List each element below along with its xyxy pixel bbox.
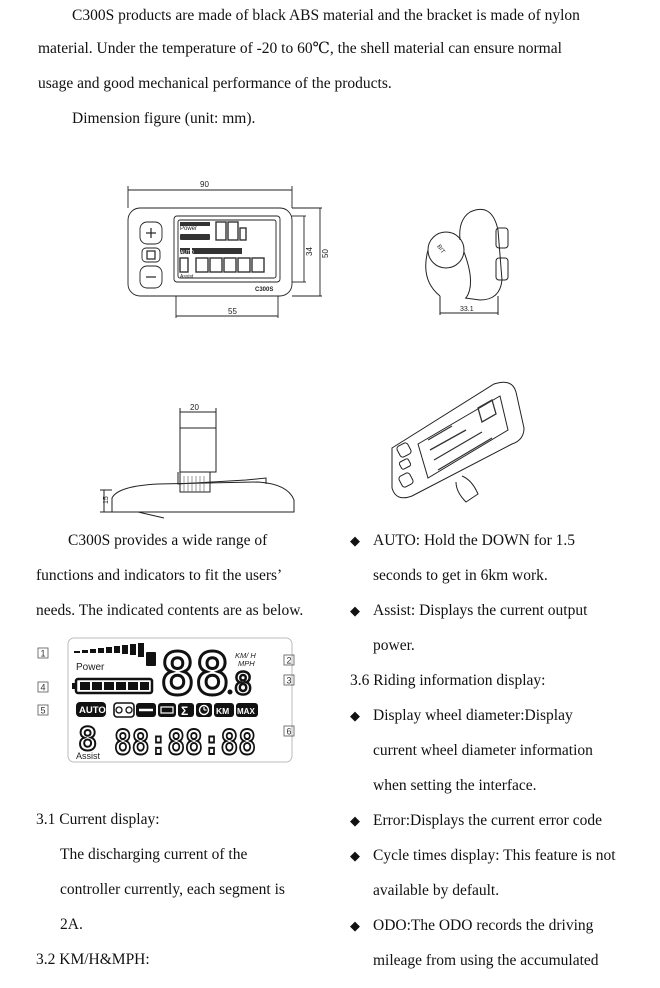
left-p1-line-1: C300S provides a wide range of: [68, 532, 268, 549]
assist-line-2: power.: [373, 637, 415, 654]
dim-bottom: 55: [228, 307, 237, 316]
callout-2: 2: [287, 656, 292, 666]
auto-line-1: AUTO: Hold the DOWN for 1.5: [373, 532, 576, 549]
auto-line-2: seconds to get in 6km work.: [373, 567, 548, 584]
error-line-1: Error:Displays the current error code: [373, 812, 602, 829]
left-p1-line-3: needs. The indicated contents are as bel…: [36, 602, 304, 619]
side-dim-bottom: 33.1: [460, 306, 474, 313]
sigma-icon: Σ: [181, 704, 188, 718]
intro-line-1: C300S products are made of black ABS mat…: [72, 7, 580, 24]
bullet-diamond-icon: ◆: [350, 813, 360, 828]
bullet-diamond-icon: ◆: [350, 918, 360, 933]
max-icon: MAX: [237, 707, 255, 716]
battery-small-icon: [160, 706, 174, 714]
indicator-icon-row: Σ KM MAX: [113, 702, 258, 718]
lcd-assist-label: Assist: [76, 751, 101, 761]
assist-line-1: Assist: Displays the current output: [373, 602, 588, 619]
bicycle-icon: [115, 706, 133, 714]
section-3-1-line-2: controller currently, each segment is: [60, 881, 285, 898]
intro-line-4: Dimension figure (unit: mm).: [72, 110, 256, 127]
bullet-diamond-icon: ◆: [350, 708, 360, 723]
dim-height-inner: 34: [305, 247, 314, 256]
intro-line-3: usage and good mechanical performance of…: [38, 75, 392, 92]
battery-segments: [180, 234, 210, 240]
wheel-line-1: Display wheel diameter:Display: [373, 707, 573, 724]
section-3-1-line-1: The discharging current of the: [60, 846, 248, 863]
wheel-line-3: when setting the interface.: [373, 777, 537, 794]
assist-level-digit: 8: [78, 720, 97, 758]
odo-line-1: ODO:The ODO records the driving: [373, 917, 594, 934]
section-3-6-heading: 3.6 Riding information display:: [350, 672, 546, 689]
lcd-auto-label: AUTO: [79, 705, 106, 716]
clock-icon: [198, 704, 210, 716]
power-level-bars: [74, 643, 156, 666]
section-3-1-heading: 3.1 Current display:: [36, 811, 160, 828]
wheel-line-2: current wheel diameter information: [373, 742, 593, 759]
bottom-dim-top: 20: [190, 403, 199, 412]
dim-height-outer: 50: [321, 249, 330, 258]
bullet-diamond-icon: ◆: [350, 533, 360, 548]
left-p1-line-2: functions and indicators to fit the user…: [36, 567, 283, 584]
dim-width: 90: [200, 180, 209, 189]
section-3-1-line-3: 2A.: [60, 916, 83, 933]
callout-6: 6: [287, 727, 292, 737]
front-dimension-figure: Power AUTO Assist C300S 90 55 34 50: [127, 180, 330, 318]
callout-3: 3: [287, 676, 292, 686]
callout-4: 4: [41, 683, 46, 693]
power-bar-segments: [180, 222, 210, 226]
front-model-label: C300S: [255, 287, 273, 293]
unit-mph: MPH: [238, 659, 255, 668]
decimal-point: [227, 689, 233, 695]
perspective-figure: [391, 381, 525, 503]
front-power-label: Power: [180, 226, 197, 232]
cycle-line-2: available by default.: [373, 882, 500, 899]
unit-kmh: KM/ H: [235, 651, 256, 660]
section-3-2-heading: 3.2 KM/H&MPH:: [36, 951, 150, 968]
odo-line-2: mileage from using the accumulated: [373, 952, 599, 969]
clamp-label: BIT: [435, 244, 445, 255]
km-icon: KM: [216, 706, 229, 716]
lcd-frame: [67, 637, 293, 763]
lcd-power-label: Power: [76, 662, 105, 673]
auto-badge: [76, 702, 106, 717]
lcd-indicator-figure: Power 88 8 KM/ H MPH AUTO Σ: [37, 637, 295, 764]
bullet-diamond-icon: ◆: [350, 848, 360, 863]
speed-decimal-digit: 8: [234, 667, 252, 702]
intro-line-2: material. Under the temperature of -20 t…: [38, 40, 562, 57]
cycle-line-1: Cycle times display: This feature is not: [373, 847, 616, 864]
bottom-dimension-figure: 20 15: [100, 403, 295, 519]
side-dimension-figure: BIT 33.1: [425, 208, 509, 315]
front-assist-label: Assist: [180, 274, 194, 280]
bullet-diamond-icon: ◆: [350, 603, 360, 618]
front-auto-label: AUTO: [180, 250, 194, 256]
callout-5: 5: [41, 706, 46, 716]
speed-digits: 88: [160, 640, 230, 708]
callout-1: 1: [41, 649, 46, 659]
odometer-digits: 88:88:88: [114, 723, 256, 763]
battery-icon: [72, 677, 154, 695]
bottom-dim-left: 15: [103, 496, 110, 504]
